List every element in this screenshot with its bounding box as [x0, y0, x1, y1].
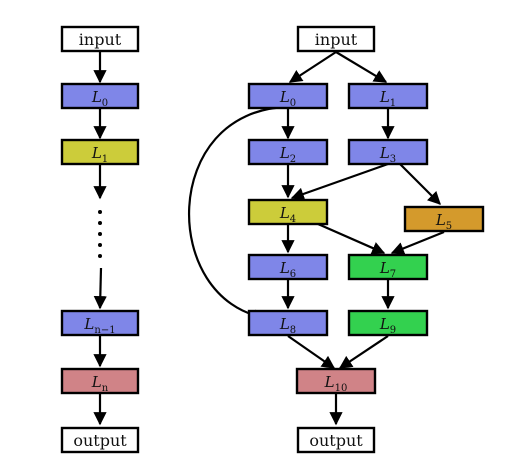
dag-network: input L0 L1 L2 L3 L4 L5 L6 [187, 25, 485, 454]
svg-text:L5: L5 [435, 211, 452, 232]
edge-l3-l4 [290, 162, 389, 201]
right-layer-l0: L0 [247, 82, 329, 110]
svg-text:L4: L4 [279, 204, 296, 225]
svg-text:input: input [79, 30, 122, 49]
ellipsis-dots [98, 210, 102, 258]
svg-text:Ln−1: Ln−1 [83, 315, 115, 336]
sequential-network: input L0 L1 Ln−1 Ln output [60, 25, 140, 454]
left-layer-l0: L0 [60, 82, 140, 110]
right-layer-l5: L5 [403, 205, 485, 233]
edge-l8-l10 [287, 335, 336, 369]
left-layer-ln-1: Ln−1 [60, 309, 140, 337]
svg-text:Ln: Ln [91, 373, 109, 394]
svg-text:L2: L2 [279, 144, 296, 165]
right-input-node: input [296, 25, 376, 53]
svg-text:L9: L9 [379, 315, 396, 336]
svg-text:output: output [73, 431, 127, 450]
right-layer-l6: L6 [247, 253, 329, 281]
edge-l0-l8-skip [187, 105, 289, 323]
right-layer-l3: L3 [347, 138, 429, 166]
right-output-node: output [296, 426, 376, 454]
svg-text:L0: L0 [279, 88, 296, 109]
right-layer-l1: L1 [347, 82, 429, 110]
svg-text:L1: L1 [91, 144, 108, 165]
svg-text:output: output [309, 431, 363, 450]
edge-left-dots-ln1 [93, 267, 107, 310]
svg-text:input: input [315, 30, 358, 49]
left-output-node: output [60, 426, 140, 454]
edge-l3-l5 [399, 163, 441, 205]
left-layer-l1: L1 [60, 138, 140, 166]
svg-text:L10: L10 [324, 373, 348, 394]
svg-text:L7: L7 [379, 259, 396, 280]
right-layer-l4: L4 [247, 198, 329, 226]
left-layer-ln: Ln [60, 367, 140, 395]
svg-text:L8: L8 [279, 315, 296, 336]
left-input-node: input [60, 25, 140, 53]
svg-text:L0: L0 [91, 88, 108, 109]
edge-l5-l7 [390, 230, 445, 255]
right-layer-l8: L8 [247, 309, 329, 337]
right-layer-l10: L10 [295, 367, 377, 395]
svg-text:L3: L3 [379, 144, 396, 165]
right-layer-l7: L7 [347, 253, 429, 281]
edge-input-l0 [288, 51, 337, 83]
right-layer-l9: L9 [347, 309, 429, 337]
svg-text:L1: L1 [379, 88, 396, 109]
svg-text:L6: L6 [279, 259, 296, 280]
edge-l4-l7 [317, 222, 386, 255]
right-layer-l2: L2 [247, 138, 329, 166]
edge-input-l1 [335, 51, 388, 83]
edge-l9-l10 [338, 335, 389, 369]
